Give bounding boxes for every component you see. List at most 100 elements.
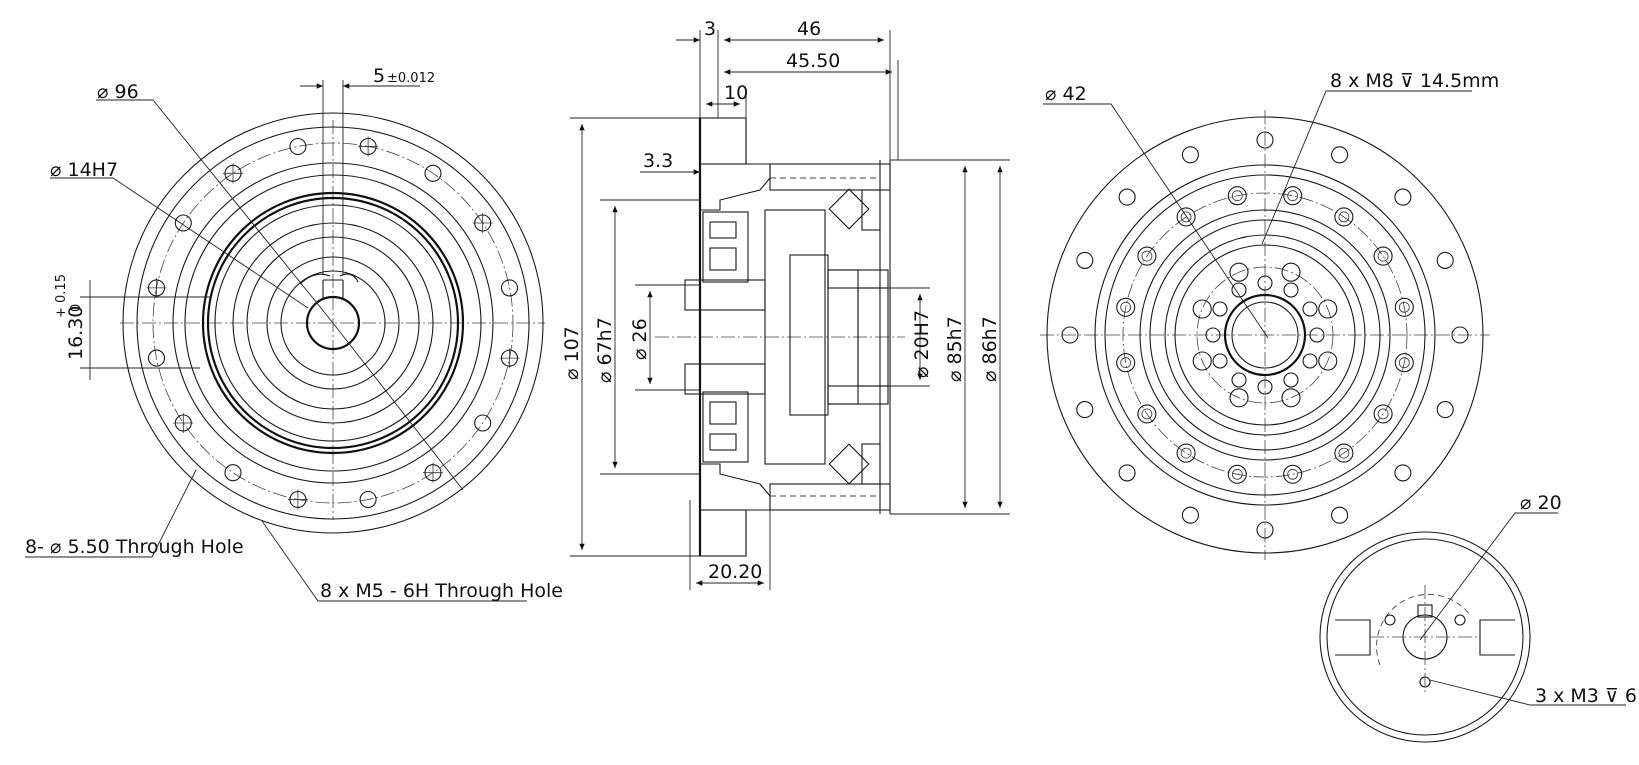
through-hole <box>359 490 377 509</box>
cap-screw <box>1176 207 1196 227</box>
m8-threads-label: 8 x M8 ⊽ 14.5mm <box>1330 70 1499 92</box>
detail-slot-right <box>1479 619 1515 656</box>
m8-hole <box>1192 299 1212 319</box>
m8-hole <box>1192 351 1212 371</box>
keyway-tolerance-label: ±0.012 <box>387 71 435 86</box>
cap-screw <box>1227 186 1247 206</box>
through-hole <box>147 349 166 367</box>
cap-screw <box>1334 443 1354 463</box>
cap-screw <box>1137 246 1157 266</box>
bearing-upper <box>702 211 749 283</box>
len-20-20-label: 20.20 <box>708 561 762 583</box>
cap-screw <box>1394 297 1414 317</box>
cap-screw-socket <box>1287 190 1299 202</box>
bolt-circle <box>152 142 514 504</box>
cap-screw <box>1283 464 1303 484</box>
outer-hole <box>1076 251 1094 269</box>
output-pin-hole <box>1302 301 1318 317</box>
m8-hole <box>1318 351 1338 371</box>
len-3-label: 3 <box>704 18 716 40</box>
cap-screw <box>1334 207 1354 227</box>
cap-screw-socket <box>1120 357 1132 369</box>
dia-107-label: ⌀ 107 <box>561 326 583 380</box>
keyway-width-label: 5 <box>373 65 385 87</box>
through-hole <box>424 164 442 182</box>
output-pin-hole <box>1212 353 1228 369</box>
cap-screw-socket <box>1231 190 1243 202</box>
outer-hole <box>1331 146 1349 164</box>
left-flange-view <box>25 80 545 602</box>
m8-hole <box>1229 388 1249 408</box>
key-tol-lower: 0 <box>69 304 84 312</box>
leader-m8 <box>1261 90 1472 245</box>
outer-hole <box>1118 464 1136 482</box>
through-hole-label: 8- ⌀ 5.50 Through Hole <box>25 536 244 558</box>
through-holes <box>146 136 520 510</box>
output-pin-hole <box>1205 327 1221 343</box>
outer-hole <box>1256 131 1274 149</box>
through-hole <box>474 414 492 432</box>
dia-67-label: ⌀ 67h7 <box>594 317 616 383</box>
output-holes <box>1061 131 1469 539</box>
wave-generator <box>764 209 826 465</box>
hub-lower <box>684 363 766 395</box>
dia-26-label: ⌀ 26 <box>629 318 651 360</box>
cap-screw <box>1116 297 1136 317</box>
thread-hole-label: 8 x M5 - 6H Through Hole <box>320 580 563 602</box>
outer-hole <box>1256 521 1274 539</box>
cap-screw-socket <box>1180 211 1192 223</box>
outer-hole <box>1436 401 1454 419</box>
keyway <box>299 273 359 298</box>
cap-screw-socket <box>1141 408 1153 420</box>
outer-hole <box>1394 188 1412 206</box>
outer-hole <box>1181 506 1199 524</box>
cap-screw <box>1116 353 1136 373</box>
m8-hole <box>1318 299 1338 319</box>
outer-hole <box>1331 506 1349 524</box>
section-view <box>570 30 1010 590</box>
leader-dia-42 <box>1043 103 1269 339</box>
cap-screw-socket <box>1120 301 1132 313</box>
outer-hole <box>1118 188 1136 206</box>
key-tol-upper: + 0.15 <box>54 274 69 318</box>
m8-hole <box>1229 262 1249 282</box>
len-46-label: 46 <box>797 18 821 40</box>
cap-screw <box>1176 443 1196 463</box>
outer-hole <box>1436 251 1454 269</box>
cap-screw-socket <box>1338 211 1350 223</box>
leader-bore <box>50 177 309 309</box>
right-output-view <box>1040 90 1490 560</box>
output-pin-hole <box>1302 353 1318 369</box>
detail-slot-left <box>1335 619 1371 656</box>
len-45-50-label: 45.50 <box>786 50 840 72</box>
bore-label: ⌀ 14H7 <box>50 159 118 181</box>
output-pin-hole <box>1309 327 1325 343</box>
cap-screw <box>1227 464 1247 484</box>
m8-hole <box>1281 262 1301 282</box>
outer-hole <box>1181 146 1199 164</box>
leader-dia-96 <box>96 99 334 324</box>
cap-screw-socket <box>1377 250 1389 262</box>
central-bore <box>305 295 361 351</box>
through-hole <box>224 464 242 482</box>
bearing-lower <box>702 391 749 463</box>
key-height-label: 16.30 <box>65 306 87 360</box>
output-pin-hole <box>1231 372 1247 388</box>
cap-screw-socket <box>1141 250 1153 262</box>
outer-hole <box>1076 401 1094 419</box>
cap-screw <box>1373 404 1393 424</box>
output-bore <box>857 287 889 387</box>
cross-roller-upper <box>828 188 870 230</box>
leader-dia-20 <box>1419 512 1558 641</box>
outer-flange-edge <box>122 112 544 534</box>
cap-screw-socket <box>1231 468 1243 480</box>
cap-screw-socket <box>1180 447 1192 459</box>
leader-thread-hole <box>261 520 527 602</box>
cap-screw-socket <box>1398 357 1410 369</box>
cap-screw <box>1394 353 1414 373</box>
through-hole <box>289 137 307 156</box>
cap-screw <box>1373 246 1393 266</box>
cap-screw-socket <box>1287 468 1299 480</box>
housing-lower <box>699 463 771 511</box>
through-hole <box>174 214 192 232</box>
